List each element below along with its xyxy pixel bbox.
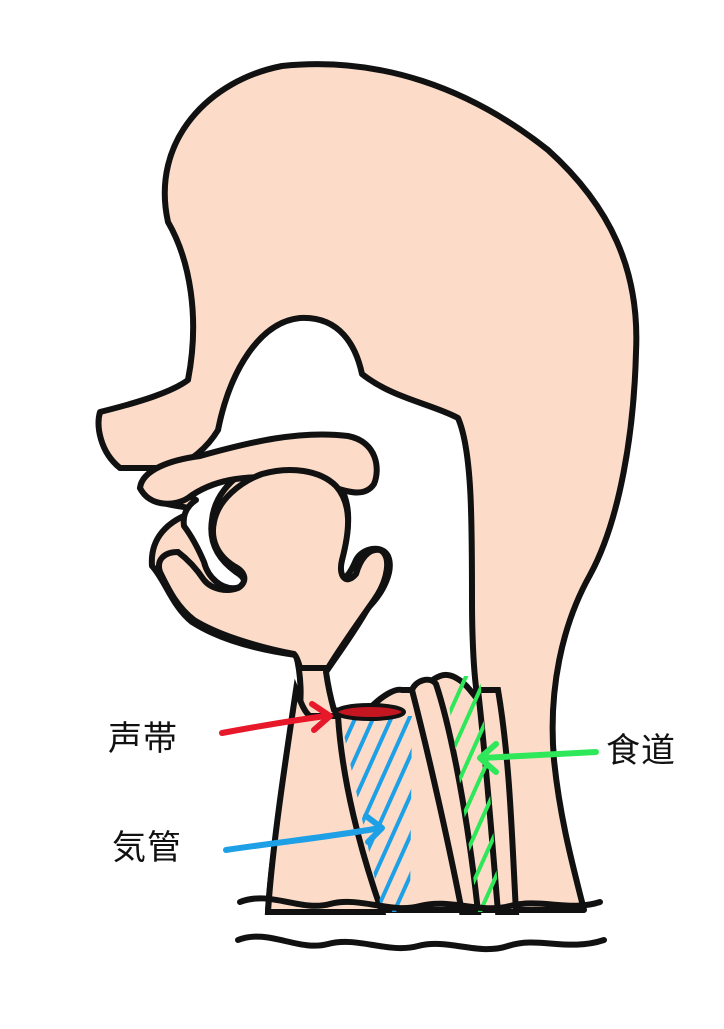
cut-line-top: [237, 895, 603, 912]
soft-palate: [136, 431, 380, 507]
trachea-label: 気管: [112, 828, 182, 868]
vocal-cords-arrow: [219, 701, 333, 736]
trachea-arrow: [223, 813, 385, 853]
vocal-cords-label: 声帯: [108, 719, 178, 759]
esophagus-label: 食道: [606, 731, 676, 771]
esophagus-arrow: [477, 741, 599, 775]
trachea-hatch-line: [392, 716, 412, 912]
trachea-hatch-line: [374, 716, 412, 912]
esophagus-hatch-line: [445, 676, 500, 912]
trachea-hatch-line: [340, 716, 377, 912]
vocal-cords-shape: [334, 703, 406, 721]
esophagus-hatch-line: [458, 676, 500, 912]
cut-line-bottom: [235, 933, 607, 953]
trachea-column: [264, 678, 387, 915]
esophagus-hatch-line: [445, 676, 489, 912]
tongue: [156, 467, 391, 671]
